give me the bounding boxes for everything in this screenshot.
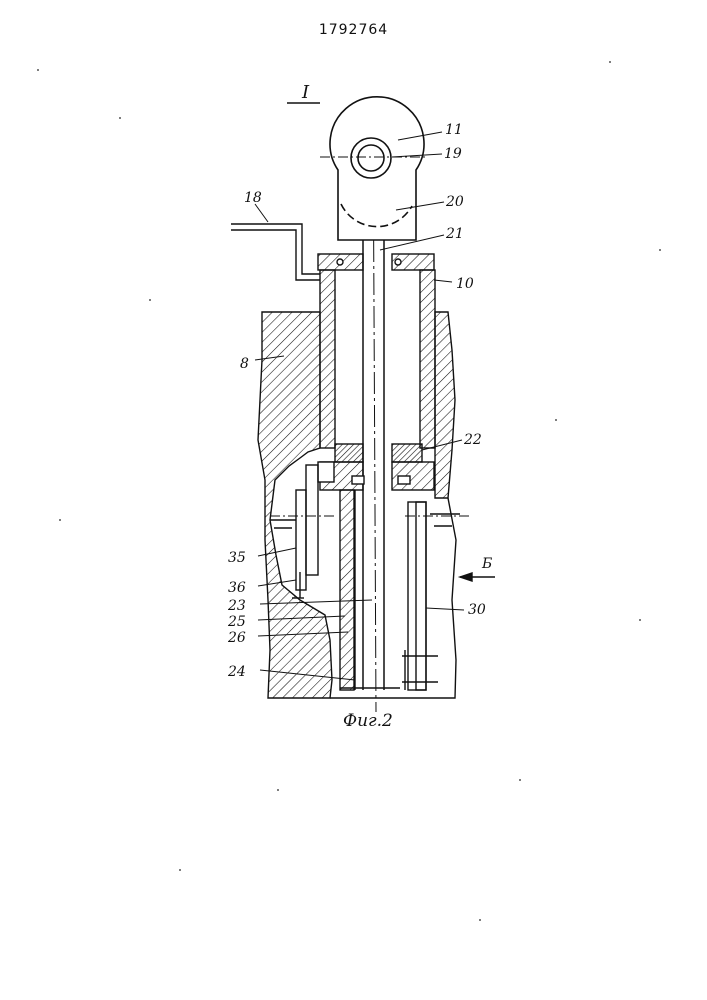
callout-18: 18 xyxy=(244,190,262,206)
callout-36: 36 xyxy=(228,580,246,596)
callout-23: 23 xyxy=(227,598,246,614)
callout-21: 21 xyxy=(445,226,464,242)
direction-label: Б xyxy=(481,556,492,572)
cable xyxy=(231,224,320,274)
callout-19: 19 xyxy=(444,146,462,162)
callout-8: 8 xyxy=(240,356,249,372)
rack-30 xyxy=(402,502,438,690)
callout-22: 22 xyxy=(463,432,482,448)
callout-35: 35 xyxy=(228,550,246,566)
callout-11: 11 xyxy=(445,122,463,138)
callout-20: 20 xyxy=(445,194,464,210)
direction-arrow xyxy=(460,573,495,581)
cable-lower-edge xyxy=(231,230,320,280)
cylinder-walls xyxy=(320,270,435,448)
callout-26: 26 xyxy=(227,630,246,646)
cylinder-top-cap xyxy=(318,254,434,270)
callout-24: 24 xyxy=(227,664,246,680)
piston-flange xyxy=(318,444,434,490)
callout-10: 10 xyxy=(456,276,474,292)
figure-caption: Фиг.2 xyxy=(343,711,393,731)
clevis-head xyxy=(320,97,426,240)
view-label: I xyxy=(301,82,310,103)
callout-25: 25 xyxy=(227,614,246,630)
lower-tube xyxy=(340,490,400,690)
callout-30: 30 xyxy=(468,602,486,618)
